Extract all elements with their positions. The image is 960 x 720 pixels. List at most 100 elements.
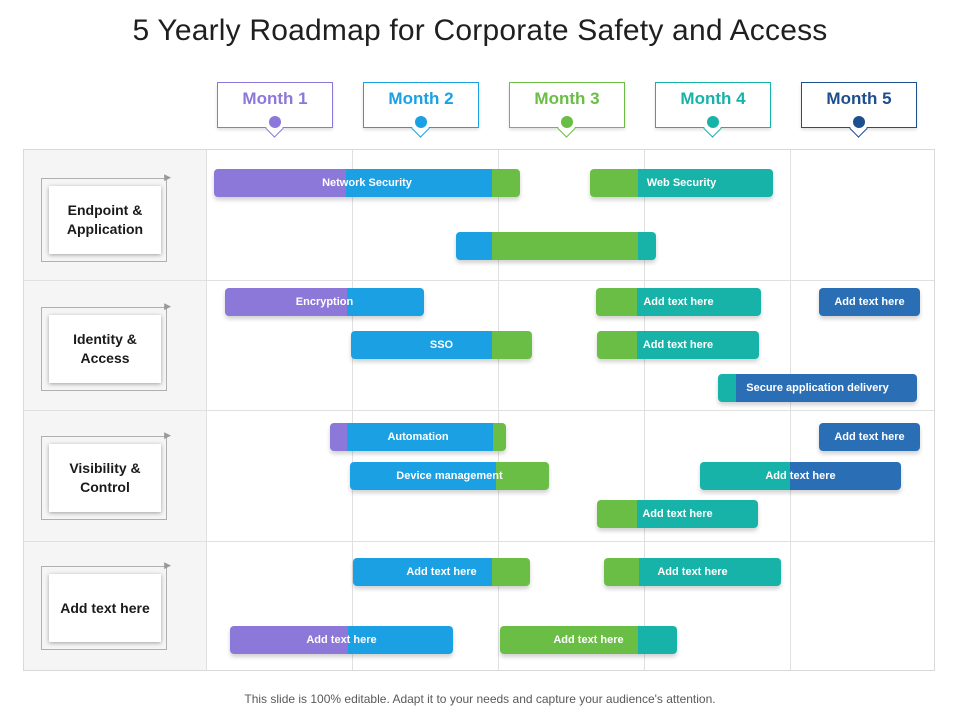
task-bar-segment	[596, 288, 637, 316]
task-bar-label: Add text here	[642, 508, 713, 520]
task-bar	[456, 232, 656, 260]
task-bar-segment	[637, 500, 758, 528]
task-bar-segment	[330, 423, 347, 451]
month-label: Month 1	[242, 89, 308, 108]
task-bar-segment	[493, 423, 506, 451]
task-bar: Add text here	[597, 331, 759, 359]
task-bar-segment	[700, 462, 790, 490]
task-bar-segment	[639, 558, 781, 586]
task-bar: Network Security	[214, 169, 520, 197]
task-bar-segment	[351, 331, 492, 359]
task-bar-segment	[492, 232, 638, 260]
task-bar-segment	[500, 626, 638, 654]
month-header-3: Month 3	[509, 82, 625, 138]
task-bar-label: Add text here	[553, 634, 624, 646]
task-bar-segment	[347, 288, 424, 316]
task-bar-segment	[590, 169, 638, 197]
arrow-right-icon: ▶	[164, 301, 171, 311]
task-bar: Add text here	[353, 558, 530, 586]
dot-icon	[707, 116, 719, 128]
task-bar-segment	[492, 331, 532, 359]
task-bar-segment	[637, 288, 761, 316]
category-add-text: ▶ Add text here	[41, 560, 171, 650]
task-bar-segment	[819, 423, 920, 451]
task-bar: Add text here	[604, 558, 781, 586]
task-bar-segment	[347, 423, 493, 451]
task-bar-label: Add text here	[834, 296, 905, 308]
dot-icon	[561, 116, 573, 128]
task-bar-label: Add text here	[306, 634, 377, 646]
category-frame	[41, 566, 167, 650]
task-bar-label: Add text here	[643, 296, 714, 308]
task-bar: Add text here	[230, 626, 453, 654]
task-bar-segment	[214, 169, 346, 197]
grid-line	[24, 410, 934, 411]
task-bar-segment	[638, 232, 656, 260]
grid-line	[24, 280, 934, 281]
task-bar-segment	[597, 500, 637, 528]
month-label: Month 4	[680, 89, 746, 108]
task-bar-segment	[496, 462, 549, 490]
task-bar: SSO	[351, 331, 532, 359]
month-label: Month 3	[534, 89, 600, 108]
task-bar: Add text here	[500, 626, 677, 654]
page-title: 5 Yearly Roadmap for Corporate Safety an…	[132, 14, 828, 47]
month-label: Month 5	[826, 89, 892, 108]
task-bar-label: Automation	[387, 431, 449, 443]
category-frame	[41, 178, 167, 262]
task-bar-label: Encryption	[295, 296, 354, 308]
task-bar-segment	[597, 331, 637, 359]
task-bar-segment	[456, 232, 492, 260]
month-label: Month 2	[388, 89, 454, 108]
category-endpoint-application: ▶ Endpoint & Application	[41, 172, 171, 262]
task-bar: Encryption	[225, 288, 424, 316]
category-label: Visibility & Control	[49, 444, 161, 512]
task-bar-segment	[604, 558, 639, 586]
task-bar-label: Add text here	[657, 566, 728, 578]
category-label: Add text here	[49, 574, 161, 642]
task-bar-segment	[492, 169, 520, 197]
task-bar: Automation	[330, 423, 506, 451]
grid-line	[24, 541, 934, 542]
month-header-1: Month 1	[217, 82, 333, 138]
task-bar: Add text here	[596, 288, 761, 316]
task-bar-segment	[736, 374, 917, 402]
arrow-right-icon: ▶	[164, 430, 171, 440]
dot-icon	[415, 116, 427, 128]
category-frame	[41, 307, 167, 391]
dot-icon	[269, 116, 281, 128]
task-bar-label: Secure application delivery	[746, 382, 889, 394]
category-identity-access: ▶ Identity & Access	[41, 301, 171, 391]
task-bar-segment	[230, 626, 348, 654]
task-bar-segment	[638, 169, 773, 197]
task-bar: Add text here	[819, 288, 920, 316]
arrow-right-icon: ▶	[164, 172, 171, 182]
task-bar: Add text here	[700, 462, 901, 490]
task-bar-segment	[346, 169, 492, 197]
task-bar: Secure application delivery	[718, 374, 917, 402]
task-bar-label: Web Security	[646, 177, 717, 189]
arrow-right-icon: ▶	[164, 560, 171, 570]
task-bar-segment	[353, 558, 492, 586]
task-bar-label: Add text here	[406, 566, 477, 578]
task-bar-segment	[492, 558, 530, 586]
task-bar: Web Security	[590, 169, 773, 197]
task-bar-label: Add text here	[765, 470, 836, 482]
roadmap-grid: ▶ Endpoint & Application ▶ Identity & Ac…	[23, 149, 935, 671]
task-bar-segment	[718, 374, 736, 402]
category-label: Endpoint & Application	[49, 186, 161, 254]
task-bar: Add text here	[597, 500, 758, 528]
dot-icon	[853, 116, 865, 128]
task-bar-segment	[348, 626, 453, 654]
task-bar-label	[456, 232, 656, 260]
task-bar-label: Device management	[396, 470, 503, 482]
task-bar-segment	[819, 288, 920, 316]
task-bar-label: Add text here	[642, 339, 714, 351]
month-header-4: Month 4	[655, 82, 771, 138]
task-bar-segment	[225, 288, 347, 316]
task-bar-label: Add text here	[834, 431, 905, 443]
task-bar: Device management	[350, 462, 549, 490]
month-header-5: Month 5	[801, 82, 917, 138]
task-bar-segment	[350, 462, 496, 490]
category-label: Identity & Access	[49, 315, 161, 383]
